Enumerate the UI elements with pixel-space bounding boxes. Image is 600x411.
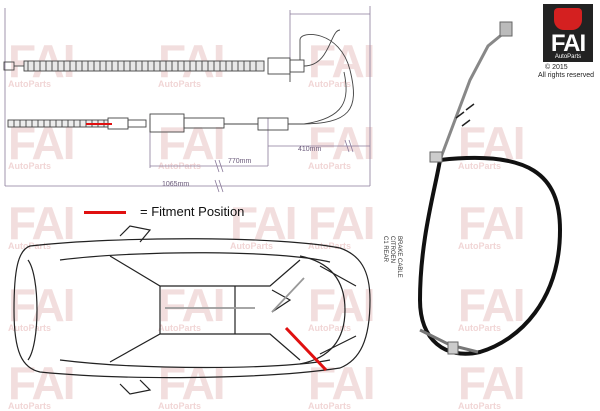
- cable-technical-drawing: [3, 6, 563, 395]
- logo-sub: AutoParts: [554, 54, 582, 60]
- cable-photo: [417, 21, 563, 356]
- logo-seal-icon: [554, 8, 582, 30]
- rights-reserved: All rights reserved: [538, 72, 595, 79]
- fitment-mark-car: [284, 326, 328, 372]
- dimension-label: 410mm: [298, 146, 322, 153]
- cable-label: BRAKE CABLE CITROEN C1 REAR: [381, 236, 402, 278]
- cable-label-line: CITROEN: [389, 236, 395, 263]
- copyright-year: © 2015: [545, 64, 568, 71]
- dimension-label: 1065mm: [162, 181, 190, 188]
- upper-cable: [3, 29, 341, 82]
- fitment-legend-text: = Fitment Position: [140, 204, 245, 219]
- logo-brand: FAI: [550, 30, 586, 57]
- lower-cable: [7, 34, 354, 133]
- fitment-legend-swatch: [84, 211, 126, 214]
- dimension-label: 770mm: [228, 158, 252, 165]
- dimension-frame: [4, 6, 371, 193]
- cable-label-line: BRAKE CABLE: [396, 236, 402, 278]
- cable-route-grey-2: [271, 277, 305, 313]
- car-outline: [13, 225, 371, 395]
- cable-label-line: C1 REAR: [382, 236, 388, 263]
